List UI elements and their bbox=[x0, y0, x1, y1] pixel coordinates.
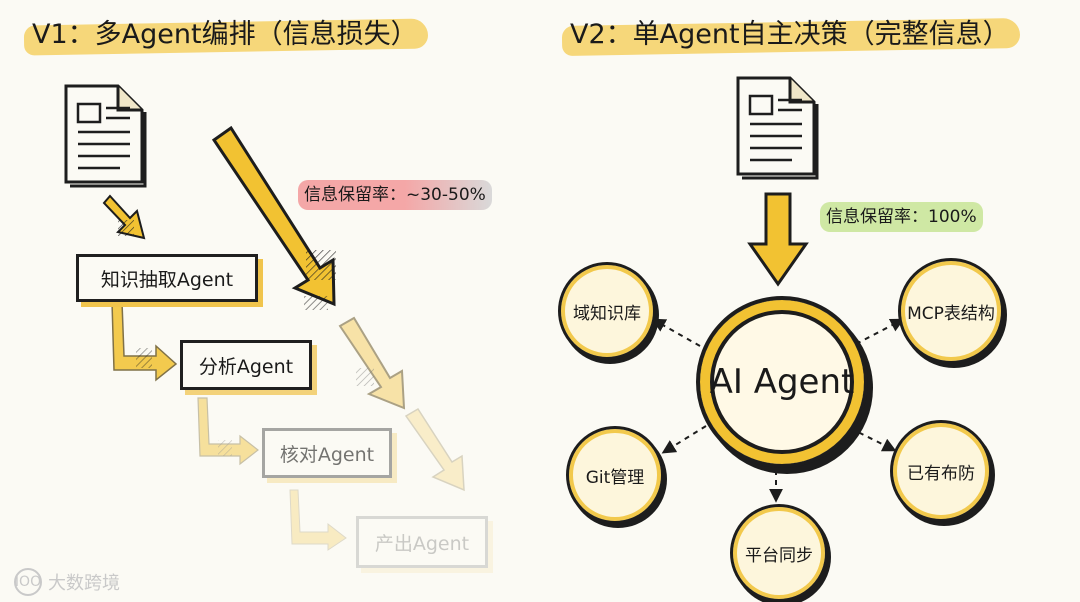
v1-arrow-check-to-output bbox=[289, 489, 347, 551]
v1-retention-badge: 信息保留率：~30-50% bbox=[298, 180, 492, 210]
connector-defense bbox=[849, 427, 897, 452]
v1-step-output: 产出Agent bbox=[356, 516, 488, 568]
v2-connectors bbox=[651, 318, 905, 503]
tool-label: 已有布防 bbox=[907, 463, 975, 484]
ai-agent-hub: AI Agent bbox=[696, 296, 868, 468]
v1-step-analyze: 分析Agent bbox=[180, 340, 312, 390]
connector-mcp bbox=[855, 318, 905, 345]
v2-title: V2：单Agent自主决策（完整信息） bbox=[561, 14, 1020, 56]
ai-agent-label: AI Agent bbox=[709, 362, 855, 402]
connector-git bbox=[661, 425, 707, 454]
watermark: IOO 大数跨境 bbox=[14, 568, 120, 596]
watermark-logo: IOO bbox=[14, 568, 42, 596]
v1-arrow-doc-to-extract bbox=[102, 194, 146, 240]
v2-arrow-doc-to-agent bbox=[747, 192, 809, 287]
tool-label: 域知识库 bbox=[573, 303, 641, 324]
v1-arrow-extract-to-analyze bbox=[111, 301, 178, 382]
tool-git: Git管理 bbox=[566, 426, 664, 524]
v1-document-icon bbox=[64, 84, 147, 188]
v1-step-extract: 知识抽取Agent bbox=[76, 254, 258, 302]
watermark-text: 大数跨境 bbox=[48, 573, 120, 594]
tool-label: 平台同步 bbox=[745, 545, 813, 566]
tool-platform-sync: 平台同步 bbox=[730, 504, 828, 602]
tool-existing-defense: 已有布防 bbox=[890, 420, 992, 522]
v1-arrow-analyze-to-check bbox=[197, 397, 259, 466]
v1-title: V1：多Agent编排（信息损失） bbox=[23, 14, 428, 56]
v2-document-icon bbox=[736, 76, 819, 180]
tool-label: Git管理 bbox=[585, 467, 645, 488]
tool-mcp-schema: MCP表结构 bbox=[898, 258, 1004, 364]
v1-big-arrow-fade-2 bbox=[404, 407, 465, 492]
tool-label: MCP表结构 bbox=[907, 303, 995, 324]
connector-kb bbox=[651, 318, 701, 347]
v2-retention-badge: 信息保留率：100% bbox=[820, 202, 983, 232]
tool-domain-knowledge: 域知识库 bbox=[558, 262, 656, 360]
v1-big-arrow-fade-1 bbox=[338, 316, 406, 410]
v1-step-check: 核对Agent bbox=[262, 428, 392, 478]
v1-big-arrow bbox=[211, 125, 336, 310]
